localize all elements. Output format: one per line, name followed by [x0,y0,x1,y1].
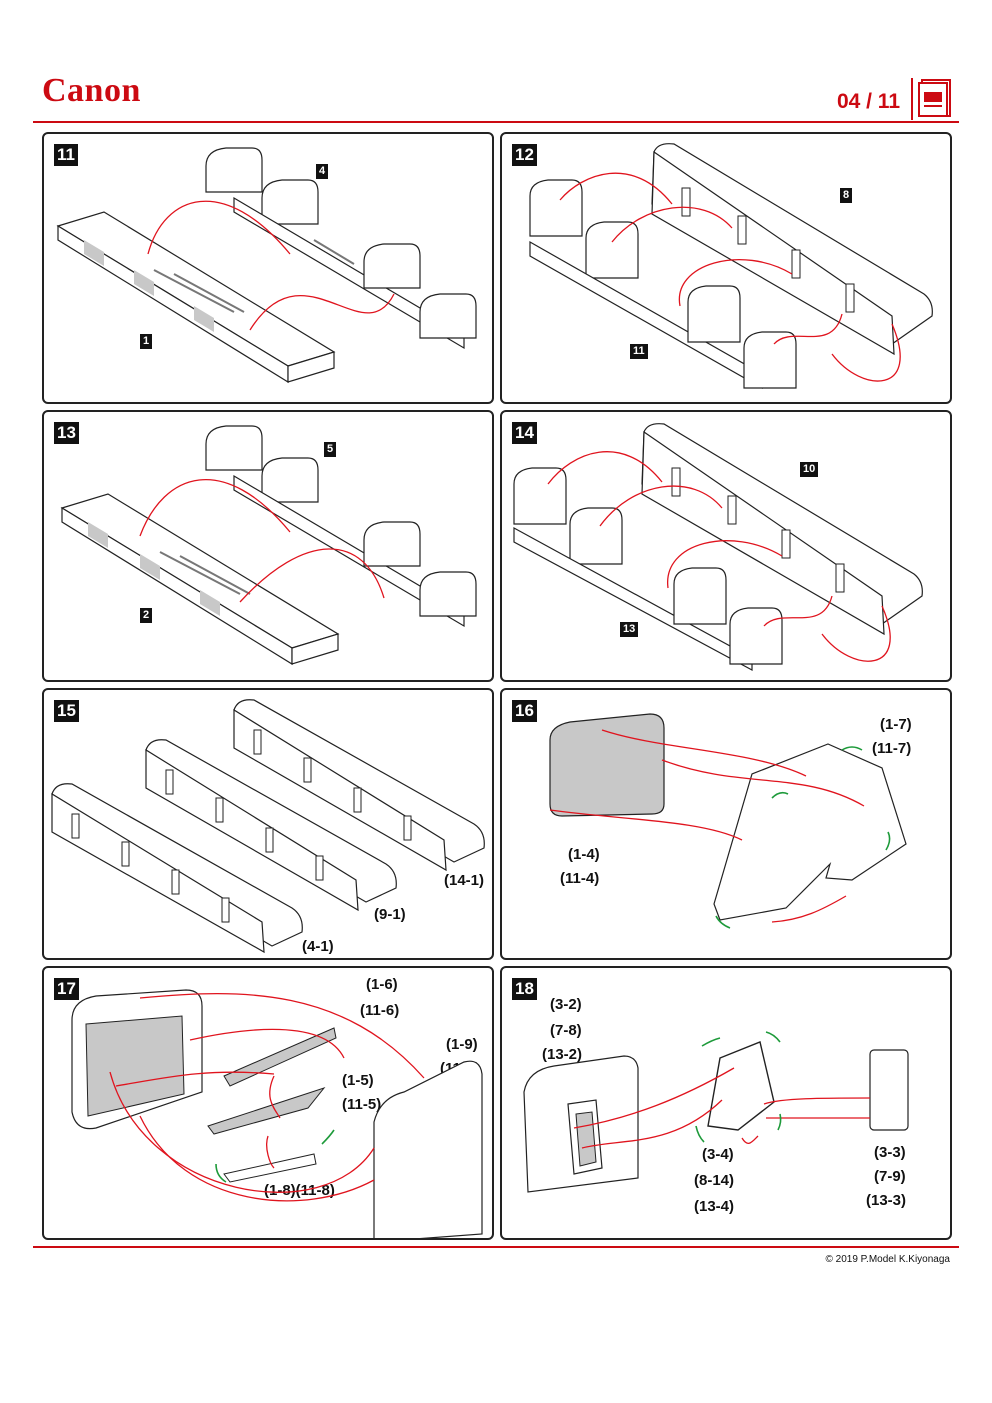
step-11-panel: 11 4 1 [42,132,494,404]
end-frame-part [713,743,907,921]
step-number: 11 [54,144,78,166]
part-tag: 4 [316,164,329,179]
car-body-shell [641,423,923,636]
step-18-panel: 18 (3-2) (7-8) (13-2) (3-4) (8-14) (13-4… [500,966,952,1240]
part-label: (14-1) [444,872,485,889]
part-label: (1-5) [342,1072,374,1089]
part-label: (11-7) [872,740,912,757]
footer-rule [33,1246,959,1248]
part-label: (1-6) [366,976,398,993]
step-12-illustration [529,143,933,390]
seat-frame-part [205,147,477,350]
part-label: (4-1) [302,938,334,955]
seat-frame-part [205,425,477,628]
part-label: (11-4) [560,870,600,887]
part-tag: 2 [140,608,153,623]
part-label: (1-7) [880,716,912,733]
step-17-illustration [71,989,483,1238]
train-car-body [51,699,485,954]
step-13-panel: 13 5 2 [42,410,494,682]
step-strip-part [223,1153,317,1183]
step-number: 15 [54,700,79,722]
step-15-illustration [51,699,485,954]
step-16-panel: 16 (1-7) (11-7) (1-4) (11-4) [500,688,952,960]
window-glass-part [869,1049,909,1131]
end-panel-part [549,713,665,817]
part-label: (11-6) [360,1002,400,1019]
step-16-illustration [549,713,907,929]
copyright-notice: © 2019 P.Model K.Kiyonaga [825,1254,951,1265]
floor-base-part [56,211,336,384]
step-number: 14 [512,422,537,444]
page-number: 04 / 11 [836,90,900,113]
part-tag: 10 [800,462,819,477]
step-number: 17 [54,978,79,1000]
part-label: (1-9) [446,1036,478,1053]
step-number: 13 [54,422,79,444]
step-14-panel: 14 10 13 [500,410,952,682]
roof-strip-part [223,1027,337,1087]
part-label: (3-4) [702,1146,734,1163]
part-label: (7-8) [550,1022,582,1039]
part-label: (11-5) [342,1096,382,1113]
part-label: (1-4) [568,846,600,863]
part-label: (3-3) [874,1144,906,1161]
seat-frame-assembly [529,179,797,390]
document-icon [918,79,951,117]
part-tag: 8 [840,188,853,203]
car-body-shell [651,143,933,356]
part-tag: 11 [630,344,648,359]
floor-strip-part [207,1087,326,1135]
part-label: (13-3) [866,1192,907,1209]
part-tag: 13 [620,622,639,637]
step-18-illustration [523,1031,909,1193]
step-15-panel: 15 (14-1) (9-1) (4-1) [42,688,494,960]
header-rule [33,121,959,123]
header-divider [911,78,913,120]
step-12-panel: 12 8 11 [500,132,952,404]
part-label: (8-14) [694,1172,735,1189]
floor-base-part [60,493,340,666]
part-tag: 1 [140,334,153,349]
end-panel-part [373,1060,483,1238]
step-number: 16 [512,700,537,722]
canon-logo: Canon [42,72,141,109]
step-number: 12 [512,144,537,166]
part-label: (9-1) [374,906,406,923]
part-label: (3-2) [550,996,582,1013]
part-label: (13-4) [694,1198,735,1215]
window-frame-part [707,1041,775,1131]
step-11-illustration [56,147,477,384]
step-14-illustration [513,423,923,672]
step-number: 18 [512,978,537,1000]
step-17-panel: 17 (1-6) (11-6) (1-9) (11-9) (1-5) (11-5… [42,966,494,1240]
part-label: (7-9) [874,1168,906,1185]
part-label: (13-2) [542,1046,583,1063]
step-13-illustration [60,425,477,666]
seat-frame-assembly [513,467,783,672]
part-tag: 5 [324,442,337,457]
